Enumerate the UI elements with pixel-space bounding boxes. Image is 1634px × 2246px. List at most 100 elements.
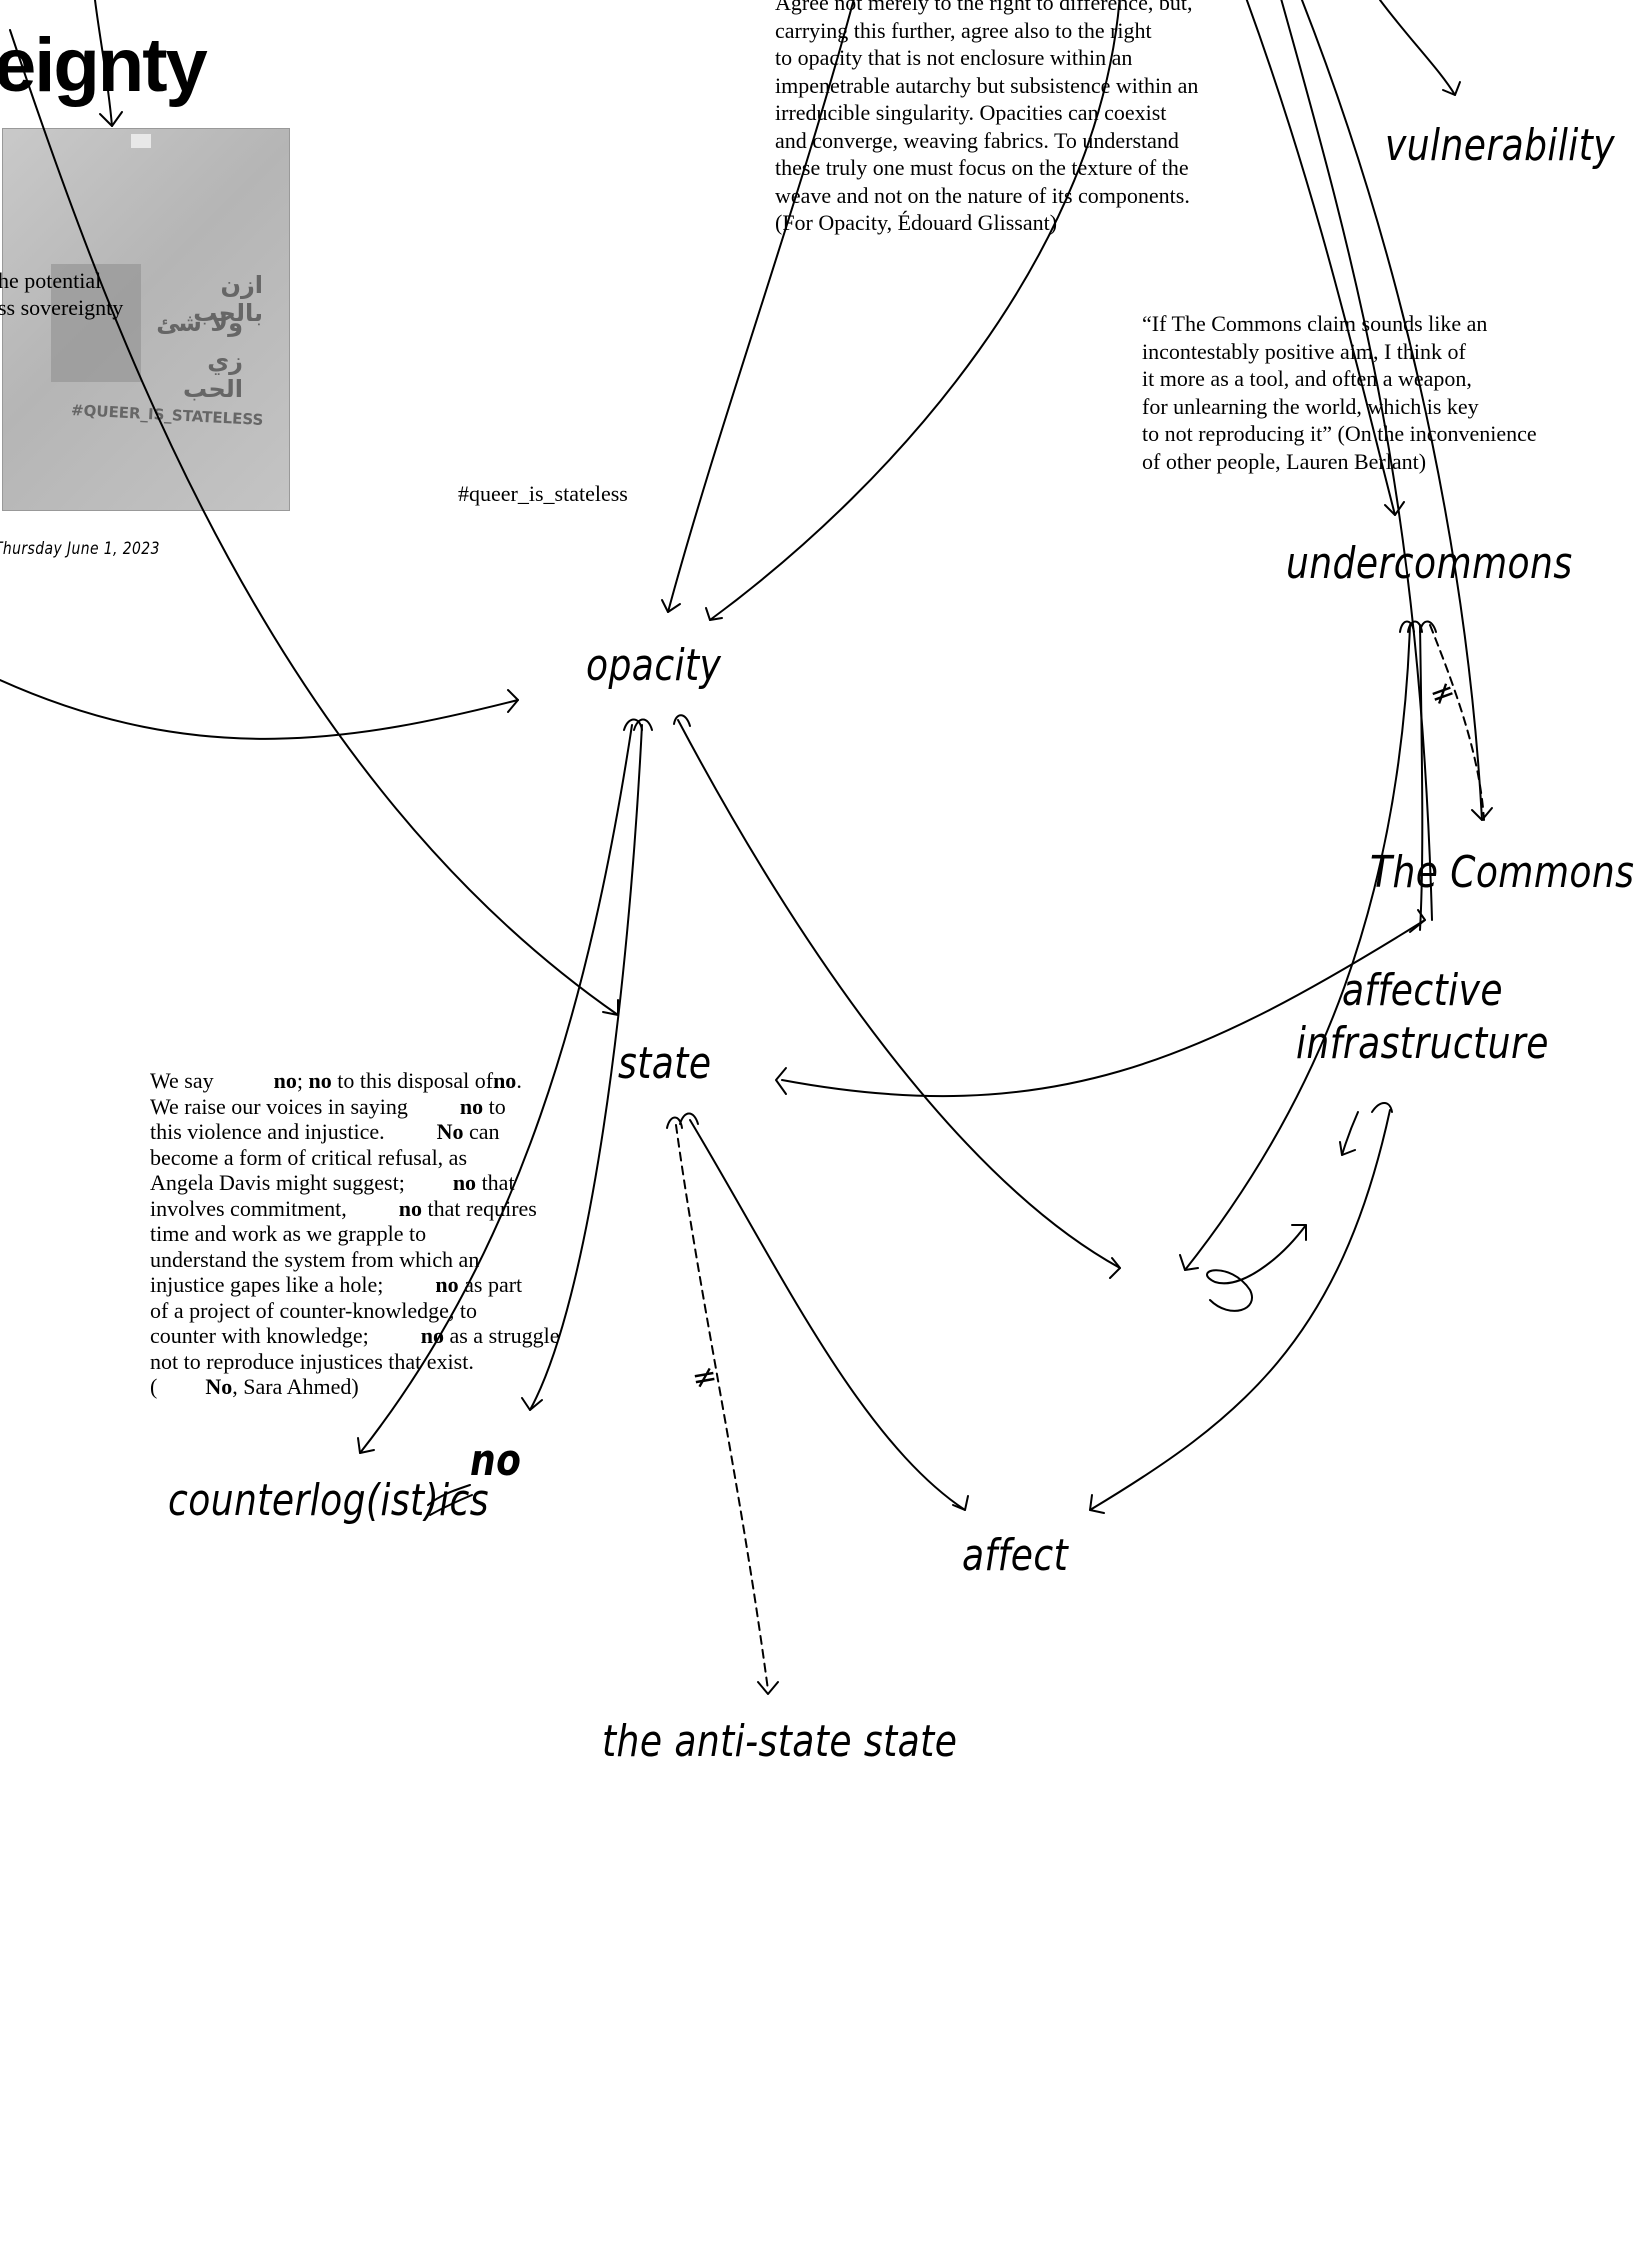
hook — [673, 714, 691, 727]
opacity-quote-line: (For Opacity, Édouard Glissant) — [775, 210, 1058, 235]
arrowhead — [1089, 1494, 1105, 1514]
arrow-to-state-long — [9, 29, 619, 1016]
hook — [1371, 1102, 1393, 1113]
no-quote-text: time and work as we grapple to — [150, 1221, 427, 1246]
arrow-opacity-to-center — [677, 719, 1121, 1269]
node-opacity: opacity — [586, 640, 722, 691]
arrow-title — [94, 0, 113, 127]
photo-caption-line-2: ss sovereignty — [0, 295, 124, 320]
arrow-infra-to-affect — [1089, 1109, 1391, 1511]
commons-quote-line: “If The Commons claim sounds like an — [1142, 311, 1488, 336]
arrowhead — [1339, 1141, 1356, 1156]
opacity-quote-line: and converge, weaving fabrics. To unders… — [775, 127, 1179, 153]
shirt-arabic-line-3: زي الحب — [183, 347, 243, 403]
arrowhead — [99, 111, 123, 127]
no-emphasis: no — [459, 1093, 484, 1119]
arrow-to-undercommons — [1245, 0, 1396, 516]
dashed-undercommons-commons — [1429, 624, 1485, 821]
commons-quote-line: to not reproducing it” (On the inconveni… — [1142, 421, 1537, 446]
node-anti-state-state: the anti-state state — [602, 1716, 958, 1767]
node-no: no — [470, 1435, 522, 1486]
opacity-quote-line: impenetrable autarchy but subsistence wi… — [775, 72, 1199, 98]
no-quote-text: that requires — [422, 1195, 537, 1221]
no-emphasis: No — [205, 1374, 233, 1399]
arrow-to-vulnerability — [1379, 0, 1456, 96]
no-emphasis: no — [273, 1068, 297, 1093]
arrowhead — [1471, 807, 1493, 821]
no-quote-text: counter with knowledge; — [150, 1323, 369, 1348]
arrowhead — [1109, 1257, 1121, 1279]
arrow-quote-to-opacity-2 — [709, 0, 1121, 621]
no-quote-text: understand the system from which an — [150, 1246, 480, 1272]
arrow-opacity-to-no — [529, 724, 643, 1411]
no-emphasis: no — [308, 1068, 332, 1093]
shirt-arabic-line-1: ازن بالحب — [193, 271, 263, 327]
no-emphasis: No — [436, 1119, 464, 1144]
opacity-quote-line: weave and not on the nature of its compo… — [775, 182, 1190, 208]
hook — [666, 1116, 683, 1129]
scribble — [427, 1484, 473, 1516]
no-emphasis: no — [493, 1068, 517, 1093]
node-vulnerability: vulnerability — [1385, 120, 1616, 171]
arrow-state-to-affect — [689, 1119, 966, 1511]
opacity-quote-line: these truly one must focus on the textur… — [775, 155, 1189, 180]
arrowhead — [521, 1397, 543, 1411]
arrowhead — [1409, 909, 1426, 933]
opacity-quote-line: Agree not merely to the right to differe… — [775, 0, 1193, 15]
hook — [679, 1112, 699, 1125]
node-counterlogistics: counterlog(ist)ics — [168, 1475, 489, 1526]
arrowhead — [357, 1437, 375, 1454]
opacity-quote-line: carrying this further, agree also to the… — [775, 17, 1152, 43]
arrowhead — [1179, 1254, 1199, 1271]
arrowhead — [507, 689, 519, 713]
arrow-undercommons-down — [1419, 624, 1424, 931]
hook — [1399, 620, 1415, 633]
arrowhead — [705, 607, 723, 621]
no-emphasis: no — [398, 1195, 423, 1221]
no-quote-text: , Sara Ahmed) — [232, 1374, 359, 1399]
connector-arrows — [0, 0, 1493, 1695]
dashed-state-anti-state — [675, 1124, 769, 1691]
node-affective: affective — [1342, 965, 1503, 1016]
arrowhead — [1384, 501, 1405, 516]
no-quote-text: to this disposal of — [331, 1068, 494, 1093]
arrow-to-opacity-left — [0, 679, 519, 740]
arrowhead — [757, 1681, 779, 1695]
no-quote-text: We raise our voices in saying — [150, 1093, 408, 1119]
no-emphasis: no — [452, 1170, 477, 1195]
no-quote-text: ; — [296, 1068, 309, 1093]
hook — [633, 718, 653, 731]
tshirt-photo: ازن بالحب ولا شئ زي الحب #QUEER_IS_STATE… — [2, 128, 290, 511]
no-quote-text: to — [483, 1093, 506, 1119]
shirt-label — [131, 134, 151, 148]
node-affect: affect — [962, 1530, 1069, 1581]
no-quote-text: this violence and injustice. — [150, 1119, 385, 1144]
arrowhead — [775, 1067, 787, 1095]
arrow-commons-to-state — [781, 919, 1426, 1098]
no-emphasis: no — [420, 1323, 444, 1348]
no-quote-text: . — [516, 1068, 522, 1093]
node-the-commons: The Commons — [1370, 847, 1634, 898]
no-quote-text: We say — [150, 1068, 214, 1093]
no-quote-text: Angela Davis might suggest; — [150, 1170, 405, 1195]
shirt-arabic-line-2: ولا شئ — [156, 309, 243, 337]
arrow-undercommons-to-center — [1184, 624, 1411, 1271]
node-infrastructure: infrastructure — [1296, 1018, 1549, 1069]
loop — [1206, 1224, 1307, 1312]
arrow-quote-to-opacity — [667, 0, 855, 613]
hashtag-label: #queer_is_stateless — [458, 481, 628, 506]
photo-date: Thursday June 1, 2023 — [0, 539, 160, 559]
no-quote-text: of a project of counter-knowledge, to — [150, 1297, 477, 1323]
no-emphasis: no — [435, 1272, 459, 1297]
no-quote-text: involves commitment, — [150, 1195, 347, 1221]
node-undercommons: undercommons — [1286, 538, 1573, 589]
photo-caption-line-1: he potential — [0, 268, 102, 293]
no-quote-text: as a struggle — [443, 1323, 560, 1348]
arrowhead — [661, 599, 681, 613]
arrow-to-commons-long — [1280, 0, 1433, 921]
no-quote-text: ( — [150, 1374, 158, 1399]
portrait-print — [51, 264, 141, 382]
no-quote-text: become a form of critical refusal, as — [150, 1144, 468, 1170]
arrowhead — [1291, 1224, 1307, 1241]
